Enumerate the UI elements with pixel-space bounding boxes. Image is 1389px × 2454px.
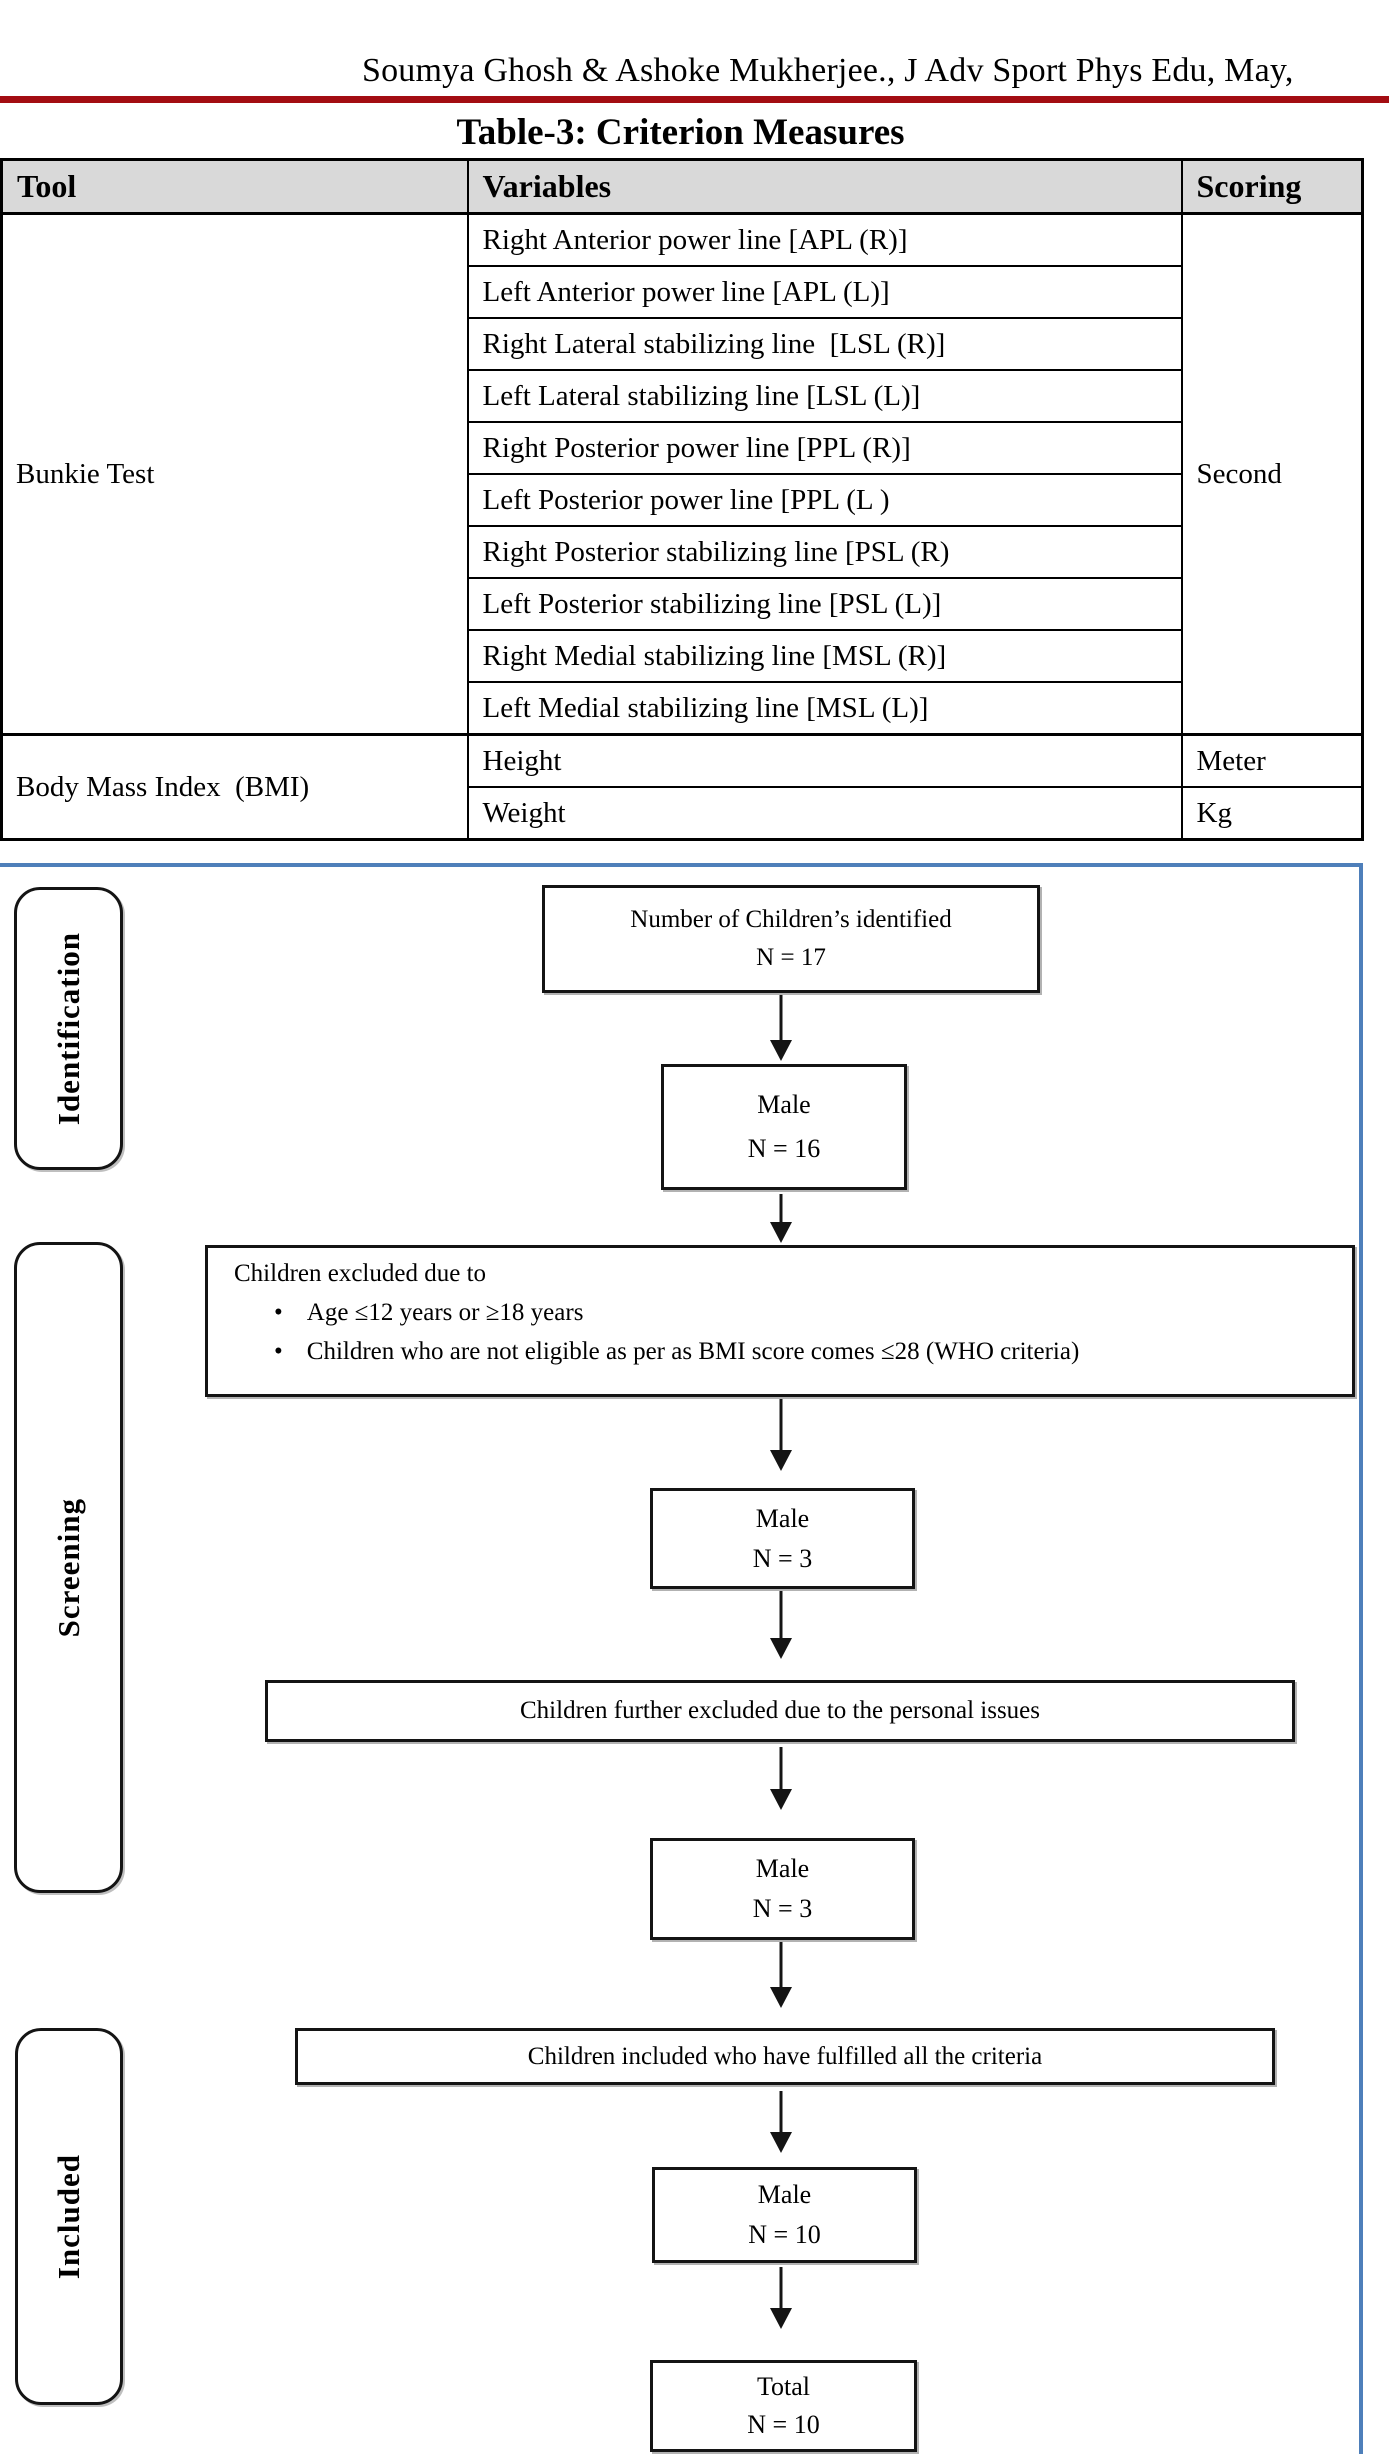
node-children-excluded-title: Children excluded due to (234, 1260, 487, 1287)
variable-cell: Left Lateral stabilizing line [LSL (L)] (466, 369, 1183, 423)
variable-cell: Right Posterior stabilizing line [PSL (R… (466, 525, 1183, 579)
variable-cell: Left Posterior power line [PPL (L ) (466, 473, 1183, 527)
node-male-3-second-line2: N = 3 (752, 1894, 813, 1923)
variable-cell: Left Anterior power line [APL (L)] (466, 265, 1183, 319)
arrow-down-icon (769, 995, 793, 1061)
node-total-10-line2: N = 10 (747, 2410, 820, 2439)
node-male-3-second-line1: Male (755, 1854, 810, 1883)
node-children-included: Children included who have fulfilled all… (295, 2028, 1275, 2085)
stage-included-label: Included (51, 2153, 86, 2280)
node-male-16-line2: N = 16 (747, 1134, 821, 1163)
journal-running-head: Soumya Ghosh & Ashoke Mukherjee., J Adv … (362, 52, 1294, 89)
arrow-down-icon (769, 2267, 793, 2329)
node-male-3-first: Male N = 3 (650, 1488, 915, 1589)
arrow-down-icon (769, 2091, 793, 2153)
col-header-variables: Variables (466, 158, 1183, 215)
stage-screening-label: Screening (50, 1497, 86, 1638)
node-male-16-line1: Male (757, 1090, 811, 1119)
flowchart-frame (0, 863, 1363, 2454)
node-children-identified-line2: N = 17 (756, 944, 826, 971)
node-male-10: Male N = 10 (652, 2167, 917, 2263)
node-further-excluded: Children further excluded due to the per… (265, 1680, 1295, 1742)
arrow-down-icon (769, 1194, 793, 1243)
variable-cell: Right Posterior power line [PPL (R)] (466, 421, 1183, 475)
node-male-10-line1: Male (757, 2180, 812, 2209)
node-male-10-line2: N = 10 (748, 2220, 821, 2249)
scoring-cell-meter: Meter (1180, 733, 1364, 788)
variable-cell-weight: Weight (466, 786, 1183, 841)
node-total-10: Total N = 10 (650, 2360, 917, 2452)
tool-cell-bunkie: Bunkie Test (0, 212, 469, 736)
scoring-cell-kg: Kg (1180, 786, 1364, 841)
excluded-bullet-age: Age ≤12 years or ≥18 years (306, 1299, 584, 1326)
node-male-3-second: Male N = 3 (650, 1838, 915, 1940)
stage-screening: Screening (14, 1242, 123, 1893)
variable-cell: Right Lateral stabilizing line [LSL (R)] (466, 317, 1183, 371)
node-further-excluded-text: Children further excluded due to the per… (520, 1697, 1040, 1724)
node-male-3-first-line2: N = 3 (752, 1543, 813, 1573)
node-children-identified-line1: Number of Children’s identified (630, 906, 952, 933)
variable-cell: Right Anterior power line [APL (R)] (466, 212, 1183, 267)
arrow-down-icon (769, 1399, 793, 1471)
tool-cell-bmi: Body Mass Index (BMI) (0, 733, 469, 841)
criterion-measures-table: Tool Variables Scoring Bunkie Test Right… (0, 158, 1364, 841)
arrow-down-icon (769, 1747, 793, 1810)
col-header-scoring: Scoring (1180, 158, 1364, 215)
node-male-3-first-line1: Male (755, 1503, 810, 1533)
variable-cell: Left Posterior stabilizing line [PSL (L)… (466, 577, 1183, 631)
stage-identification: Identification (14, 887, 123, 1170)
scoring-cell-bunkie: Second (1180, 212, 1364, 736)
variable-cell-height: Height (466, 733, 1183, 788)
arrow-down-icon (769, 1942, 793, 2008)
node-total-10-line1: Total (756, 2372, 811, 2401)
table-title: Table-3: Criterion Measures (456, 112, 905, 153)
variable-cell: Right Medial stabilizing line [MSL (R)] (466, 629, 1183, 683)
stage-included: Included (15, 2028, 123, 2405)
node-children-excluded: Children excluded due to Age ≤12 years o… (205, 1245, 1355, 1397)
node-children-included-text: Children included who have fulfilled all… (527, 2042, 1043, 2070)
arrow-down-icon (769, 1591, 793, 1659)
stage-identification-label: Identification (50, 931, 86, 1126)
header-rule-divider (0, 96, 1389, 103)
variable-cell: Left Medial stabilizing line [MSL (L)] (466, 681, 1183, 736)
excluded-bullet-bmi: Children who are not eligible as per as … (306, 1338, 1080, 1365)
node-male-16: Male N = 16 (661, 1064, 907, 1190)
node-children-identified: Number of Children’s identified N = 17 (542, 885, 1040, 993)
col-header-tool: Tool (0, 158, 469, 215)
